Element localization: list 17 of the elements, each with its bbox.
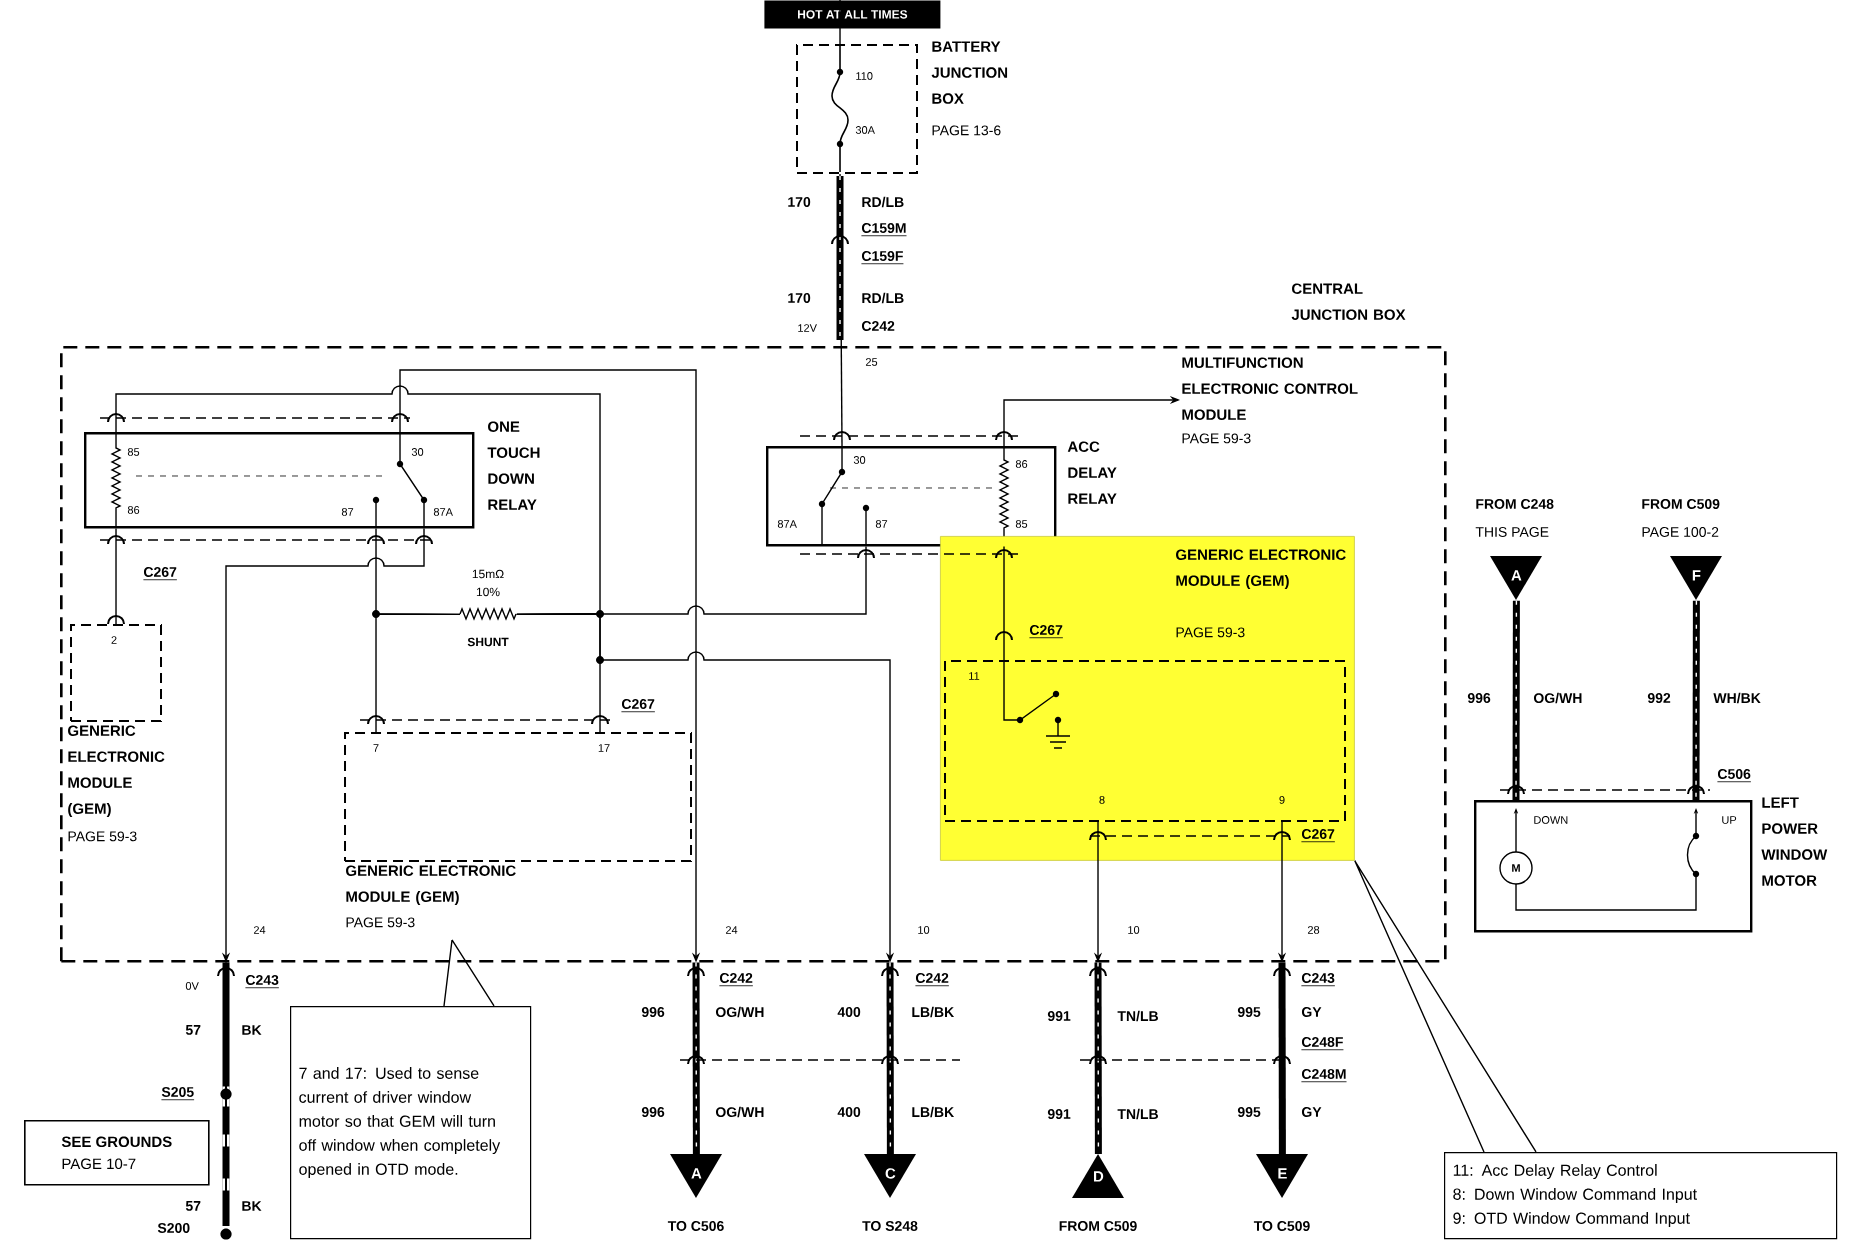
wire xyxy=(692,961,700,1155)
wire xyxy=(1278,962,1286,1154)
wire xyxy=(375,613,461,733)
wire xyxy=(220,961,232,1227)
wire xyxy=(886,961,894,1155)
wire xyxy=(115,527,117,625)
wire xyxy=(836,173,844,447)
wire xyxy=(1094,961,1102,1155)
wire xyxy=(115,385,601,616)
callout-box: 7 and 17: Used to sense current of driver window motor so that GEM will turn off window when completely opened in OTD mode. xyxy=(290,1006,532,1240)
callout-pointer xyxy=(443,939,495,1007)
wire xyxy=(1003,545,1005,661)
wire-harness xyxy=(1692,600,1700,801)
callout-box: 11: Acc Delay Relay Control 8: Down Window Command Input 9: OTD Window Command Input xyxy=(1444,1152,1838,1240)
leader-line xyxy=(1354,860,1537,1153)
wire-harness xyxy=(1512,600,1520,801)
wire xyxy=(839,0,841,45)
